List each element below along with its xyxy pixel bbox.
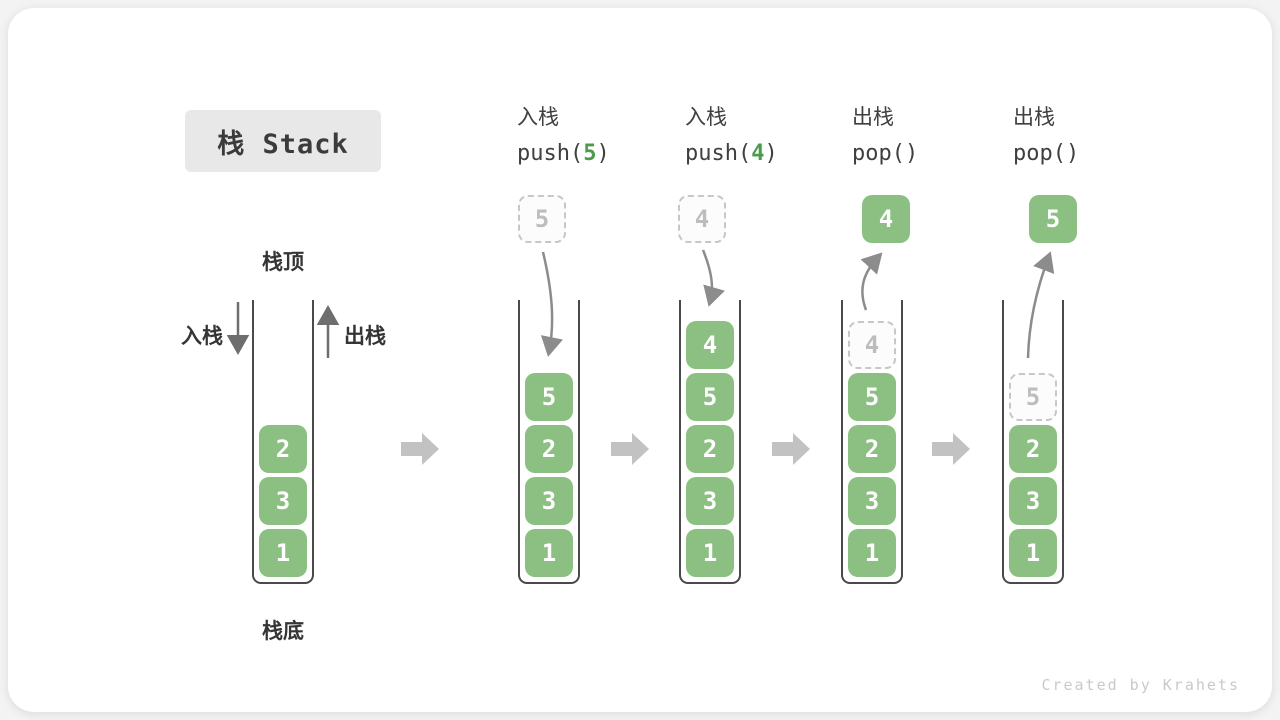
block-value: 5 bbox=[702, 383, 718, 411]
stack-block: 2 bbox=[848, 425, 896, 473]
stack-block-ghost: 5 bbox=[1009, 373, 1057, 421]
stack-bottom-label: 栈底 bbox=[262, 620, 304, 643]
stack-block: 5 bbox=[525, 373, 573, 421]
stack-block: 1 bbox=[686, 529, 734, 577]
code-open: push( bbox=[685, 141, 752, 166]
operation-word: 入栈 bbox=[517, 106, 559, 129]
block-value: 2 bbox=[1025, 435, 1041, 463]
code-arg: 4 bbox=[751, 141, 765, 166]
stack-block: 5 bbox=[848, 373, 896, 421]
pop-direction-label: 出栈 bbox=[344, 325, 386, 348]
code-open: pop( bbox=[1013, 141, 1066, 166]
watermark: Created by Krahets bbox=[1041, 676, 1240, 694]
block-value: 5 bbox=[1025, 383, 1041, 411]
block-value: 1 bbox=[1025, 539, 1041, 567]
block-value: 2 bbox=[864, 435, 880, 463]
block-value: 3 bbox=[541, 487, 557, 515]
block-value: 4 bbox=[702, 331, 718, 359]
code-close: ) bbox=[904, 141, 919, 166]
block-value: 2 bbox=[702, 435, 718, 463]
block-value: 2 bbox=[275, 435, 291, 463]
block-value: 3 bbox=[1025, 487, 1041, 515]
stack-block: 1 bbox=[848, 529, 896, 577]
operation-code: pop() bbox=[1013, 140, 1173, 168]
stack-state-3: 4 5 2 3 1 bbox=[679, 300, 741, 584]
operation-label-push-4: 入栈 push(4) bbox=[685, 104, 845, 174]
operation-word: 入栈 bbox=[685, 106, 727, 129]
stack-block: 1 bbox=[259, 529, 307, 577]
block-value: 1 bbox=[864, 539, 880, 567]
block-value: 5 bbox=[864, 383, 880, 411]
floating-block-popped-4: 4 bbox=[862, 195, 910, 243]
stack-block: 3 bbox=[259, 477, 307, 525]
block-value: 4 bbox=[694, 205, 710, 233]
stack-state-5: 5 2 3 1 bbox=[1002, 300, 1064, 584]
floating-block-popped-5: 5 bbox=[1029, 195, 1077, 243]
stack-block: 4 bbox=[686, 321, 734, 369]
stack-state-4: 4 5 2 3 1 bbox=[841, 300, 903, 584]
code-close: ) bbox=[1065, 141, 1080, 166]
floating-block-pushed-4: 4 bbox=[678, 195, 726, 243]
operation-label-push-5: 入栈 push(5) bbox=[517, 104, 677, 174]
stack-block: 1 bbox=[525, 529, 573, 577]
operation-label-pop-2: 出栈 pop() bbox=[1013, 104, 1173, 174]
stack-block: 3 bbox=[525, 477, 573, 525]
block-value: 3 bbox=[275, 487, 291, 515]
stack-top-label: 栈顶 bbox=[262, 251, 304, 274]
operation-word: 出栈 bbox=[852, 106, 894, 129]
stack-block-ghost: 4 bbox=[848, 321, 896, 369]
code-close: ) bbox=[764, 141, 778, 166]
block-value: 5 bbox=[534, 205, 550, 233]
stack-block: 2 bbox=[686, 425, 734, 473]
code-arg: 5 bbox=[583, 141, 597, 166]
block-value: 5 bbox=[1045, 205, 1061, 233]
operation-label-pop-1: 出栈 pop() bbox=[852, 104, 1012, 174]
code-open: pop( bbox=[852, 141, 905, 166]
stack-block: 1 bbox=[1009, 529, 1057, 577]
block-value: 1 bbox=[541, 539, 557, 567]
stack-state-1: 2 3 1 bbox=[252, 300, 314, 584]
operation-code: push(4) bbox=[685, 140, 845, 168]
operation-word: 出栈 bbox=[1013, 106, 1055, 129]
floating-block-pushed-5: 5 bbox=[518, 195, 566, 243]
stack-state-2: 5 2 3 1 bbox=[518, 300, 580, 584]
stack-block: 5 bbox=[686, 373, 734, 421]
stack-block: 2 bbox=[525, 425, 573, 473]
block-value: 5 bbox=[541, 383, 557, 411]
block-value: 3 bbox=[864, 487, 880, 515]
operation-code: push(5) bbox=[517, 140, 677, 168]
stack-block: 3 bbox=[1009, 477, 1057, 525]
operation-code: pop() bbox=[852, 140, 1012, 168]
stack-block: 2 bbox=[1009, 425, 1057, 473]
block-value: 1 bbox=[275, 539, 291, 567]
block-value: 2 bbox=[541, 435, 557, 463]
block-value: 4 bbox=[864, 331, 880, 359]
block-value: 3 bbox=[702, 487, 718, 515]
block-value: 4 bbox=[878, 205, 894, 233]
block-value: 1 bbox=[702, 539, 718, 567]
stack-block: 2 bbox=[259, 425, 307, 473]
diagram-title-label: 栈 Stack bbox=[217, 128, 349, 160]
push-direction-label: 入栈 bbox=[181, 325, 223, 348]
code-close: ) bbox=[596, 141, 610, 166]
diagram-title: 栈 Stack bbox=[185, 110, 381, 172]
code-open: push( bbox=[517, 141, 584, 166]
stack-block: 3 bbox=[848, 477, 896, 525]
stack-block: 3 bbox=[686, 477, 734, 525]
